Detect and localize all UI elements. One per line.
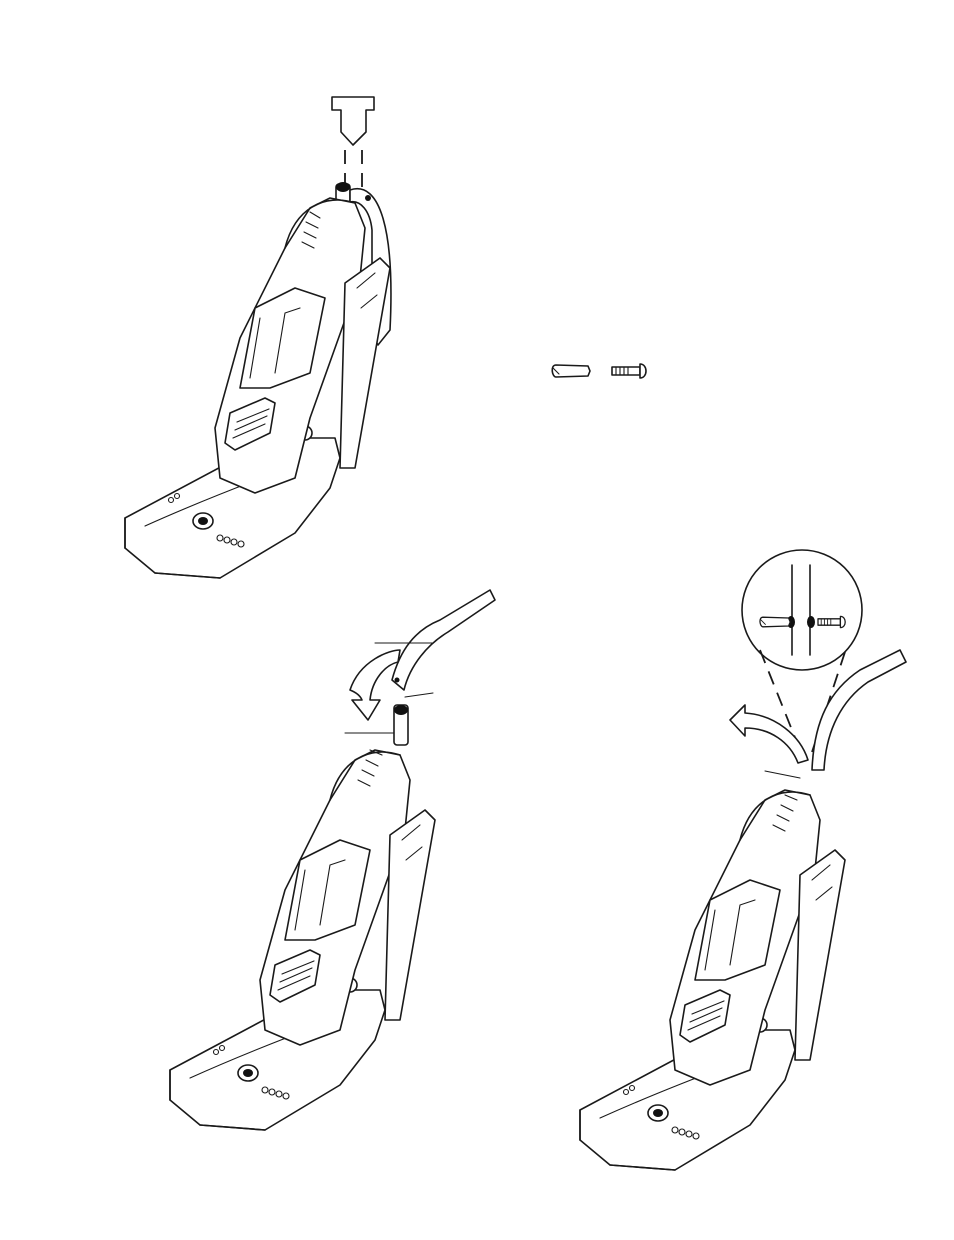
vacuum-bottom-right	[580, 550, 906, 1170]
screw-icon	[612, 364, 646, 378]
vacuum-bottom-center	[170, 590, 495, 1130]
vacuum-top-left	[125, 97, 391, 578]
rotate-arrow-icon	[350, 650, 400, 720]
t-handle-icon	[332, 97, 374, 195]
screw-pair	[552, 364, 646, 378]
rotate-arrow-icon	[730, 705, 808, 763]
screw-icon	[552, 365, 590, 377]
